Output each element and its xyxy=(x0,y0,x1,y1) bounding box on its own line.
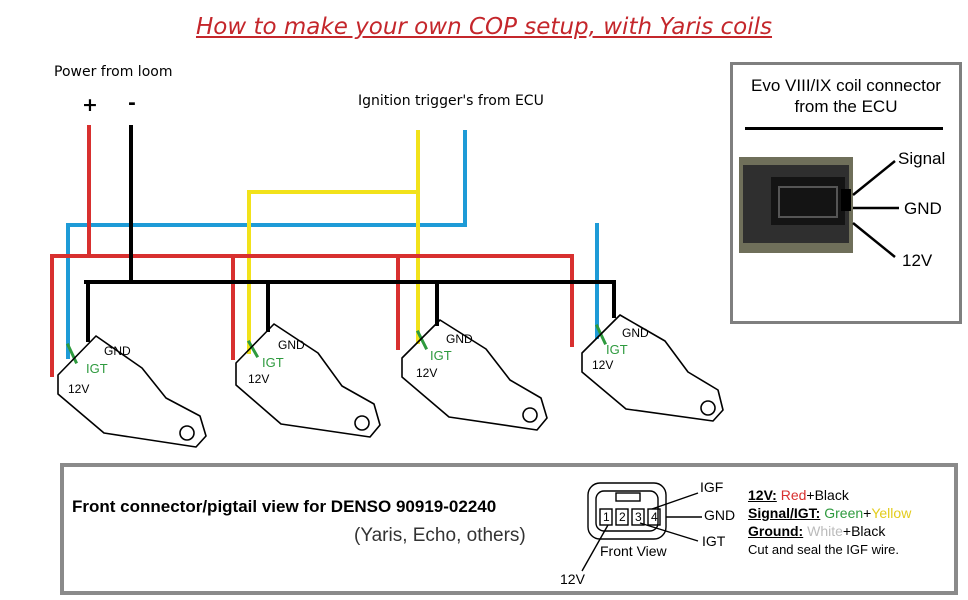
blue-wire xyxy=(66,130,467,359)
coil-3 xyxy=(401,319,548,431)
connector-info-box: Front connector/pigtail view for DENSO 9… xyxy=(60,463,958,595)
plus-symbol: + xyxy=(82,94,98,116)
evo-pin-12v: 12V xyxy=(902,251,933,270)
connector-models: (Yaris, Echo, others) xyxy=(354,525,526,546)
legend-ground: Ground: White+Black xyxy=(748,523,886,539)
coil-2 xyxy=(235,323,381,438)
coil4-gnd-label: GND xyxy=(622,326,649,340)
minus-symbol: - xyxy=(128,92,136,114)
legend-igf-note: Cut and seal the IGF wire. xyxy=(748,542,900,557)
coil2-igt-label: IGT xyxy=(262,355,284,370)
yellow-wire xyxy=(247,130,420,354)
coil4-12v-label: 12V xyxy=(592,358,614,372)
coil3-gnd-label: GND xyxy=(446,332,473,346)
coil3-12v-label: 12V xyxy=(416,366,438,380)
evo-connector-photo xyxy=(739,157,899,258)
legend-12v: 12V: Red+Black xyxy=(748,487,849,503)
connector-pinout-drawing xyxy=(581,482,702,572)
evo-connector-box: Evo VIII/IX coil connector from the ECU … xyxy=(730,62,962,324)
pin-igt-label: IGT xyxy=(702,533,726,549)
connector-heading: Front connector/pigtail view for DENSO 9… xyxy=(72,497,497,516)
evo-title-rule xyxy=(745,127,943,130)
evo-pin-signal: Signal xyxy=(898,149,946,168)
pin-12v-label: 12V xyxy=(560,571,585,587)
coil3-igt-label: IGT xyxy=(430,348,452,363)
coil1-igt-label: IGT xyxy=(86,361,108,376)
pin-gnd-label: GND xyxy=(704,507,736,523)
trigger-label: Ignition trigger's from ECU xyxy=(358,93,544,109)
front-view-label: Front View xyxy=(600,543,667,559)
legend-signal-igt: Signal/IGT: Green+Yellow xyxy=(748,505,912,521)
pin-2: 2 xyxy=(619,510,626,524)
pin-1: 1 xyxy=(603,510,610,524)
coil-4 xyxy=(581,314,724,422)
power-label: Power from loom xyxy=(54,64,173,80)
page-title: How to make your own COP setup, with Yar… xyxy=(195,14,773,40)
coil4-igt-label: IGT xyxy=(606,342,628,357)
pin-4: 4 xyxy=(651,510,658,524)
coil-1 xyxy=(57,335,207,448)
coil1-gnd-label: GND xyxy=(104,344,131,358)
pin-3: 3 xyxy=(635,510,642,524)
coil1-12v-label: 12V xyxy=(68,382,90,396)
evo-connector-title: Evo VIII/IX coil connector from the ECU xyxy=(751,76,941,116)
pin-igf-label: IGF xyxy=(700,479,724,495)
evo-pin-gnd: GND xyxy=(904,199,942,218)
coil2-gnd-label: GND xyxy=(278,338,305,352)
coil2-12v-label: 12V xyxy=(248,372,270,386)
